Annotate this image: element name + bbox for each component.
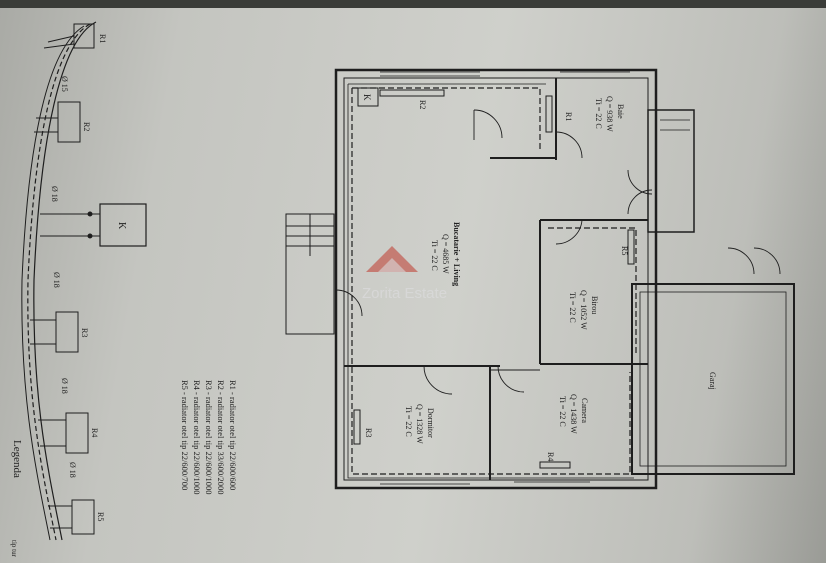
page-edge-shadow xyxy=(0,0,826,8)
legend-item-r2: R2 - radiator otel tip 33/600/2000 xyxy=(216,380,226,495)
schema-label-r3: R3 xyxy=(80,328,89,337)
room-baie: Baie Q = 938 W Ti = 22 C xyxy=(594,96,625,132)
plan-label-r4: R4 xyxy=(546,452,555,461)
schema-radiator-r4 xyxy=(65,412,89,454)
schema-boiler-k xyxy=(99,203,147,247)
pipe-diameter-18-d: Ø 18 xyxy=(68,462,77,478)
schema-label-r1: R1 xyxy=(98,34,107,43)
plan-label-r3: R3 xyxy=(364,428,373,437)
schema-radiator-r2 xyxy=(57,101,81,143)
room-bucatarie-q: Q = 4685 W xyxy=(441,234,450,274)
room-birou-q: Q = 1052 W xyxy=(579,290,588,330)
room-dormitor: Dormitor Q = 1328 W Ti = 22 C xyxy=(404,404,435,444)
legend-item-r3: R3 - radiator otel tip 22/600/1000 xyxy=(204,380,214,495)
schema-label-r5: R5 xyxy=(96,512,105,521)
room-dormitor-q: Q = 1328 W xyxy=(415,404,424,444)
room-camera-name: Camera xyxy=(580,398,589,423)
room-baie-ti: Ti = 22 C xyxy=(594,98,603,129)
plan-label-k: K xyxy=(362,94,372,101)
plan-radiator-r1 xyxy=(545,95,553,133)
room-bucatarie-ti: Ti = 22 C xyxy=(430,240,439,271)
room-garaj-name: Garaj xyxy=(708,372,717,390)
room-baie-q: Q = 938 W xyxy=(605,96,614,132)
schema-label-r4: R4 xyxy=(90,428,99,437)
watermark-text: Zorita Estate xyxy=(362,285,447,302)
schema-radiator-r3 xyxy=(55,311,79,353)
plan-boiler-k xyxy=(357,87,379,107)
legend-item-r4: R4 - radiator otel tip 22/600/1000 xyxy=(192,380,202,495)
plan-label-r1: R1 xyxy=(564,112,573,121)
plan-radiator-r2 xyxy=(379,89,445,97)
room-birou-ti: Ti = 22 C xyxy=(568,292,577,323)
room-baie-name: Baie xyxy=(616,104,625,119)
room-birou: Birou Q = 1052 W Ti = 22 C xyxy=(568,290,599,330)
legend-item-r5: R5 - radiator otel tip 22/600/700 xyxy=(180,380,190,490)
legend-title: Legenda xyxy=(11,440,23,478)
pipe-diameter-18-b: Ø 18 xyxy=(52,272,61,288)
legend-corner-text: tip tur xyxy=(10,540,18,558)
pipe-diameter-15: Ø 15 xyxy=(60,76,69,92)
plan-radiator-r3 xyxy=(353,409,361,445)
pipe-diameter-18-c: Ø 18 xyxy=(60,378,69,394)
schema-label-r2: R2 xyxy=(82,122,91,131)
riser-schematic xyxy=(21,21,147,541)
room-bucatarie-living: Bucatarie + Living Q = 4685 W Ti = 22 C xyxy=(430,222,461,286)
schema-radiator-r5 xyxy=(71,499,95,535)
plan-label-r2: R2 xyxy=(418,100,427,109)
plan-radiator-r5 xyxy=(627,229,635,265)
watermark: Zorita Estate xyxy=(362,246,447,302)
legend: R1 - radiator otel tip 22/600/600 R2 - r… xyxy=(10,380,238,558)
room-dormitor-ti: Ti = 22 C xyxy=(404,406,413,437)
room-camera: Camera Q = 1438 W Ti = 22 C xyxy=(558,394,589,434)
room-dormitor-name: Dormitor xyxy=(426,408,435,438)
plan-radiator-r4 xyxy=(539,461,571,469)
legend-item-r1: R1 - radiator otel tip 22/600/600 xyxy=(228,380,238,490)
room-bucatarie-name: Bucatarie + Living xyxy=(452,222,461,286)
room-birou-name: Birou xyxy=(590,296,599,314)
pipe-diameter-18-a: Ø 18 xyxy=(50,186,59,202)
schema-label-k: K xyxy=(116,222,127,230)
room-camera-ti: Ti = 22 C xyxy=(558,396,567,427)
room-camera-q: Q = 1438 W xyxy=(569,394,578,434)
plan-label-r5: R5 xyxy=(620,246,629,255)
floor-plan xyxy=(285,68,795,490)
